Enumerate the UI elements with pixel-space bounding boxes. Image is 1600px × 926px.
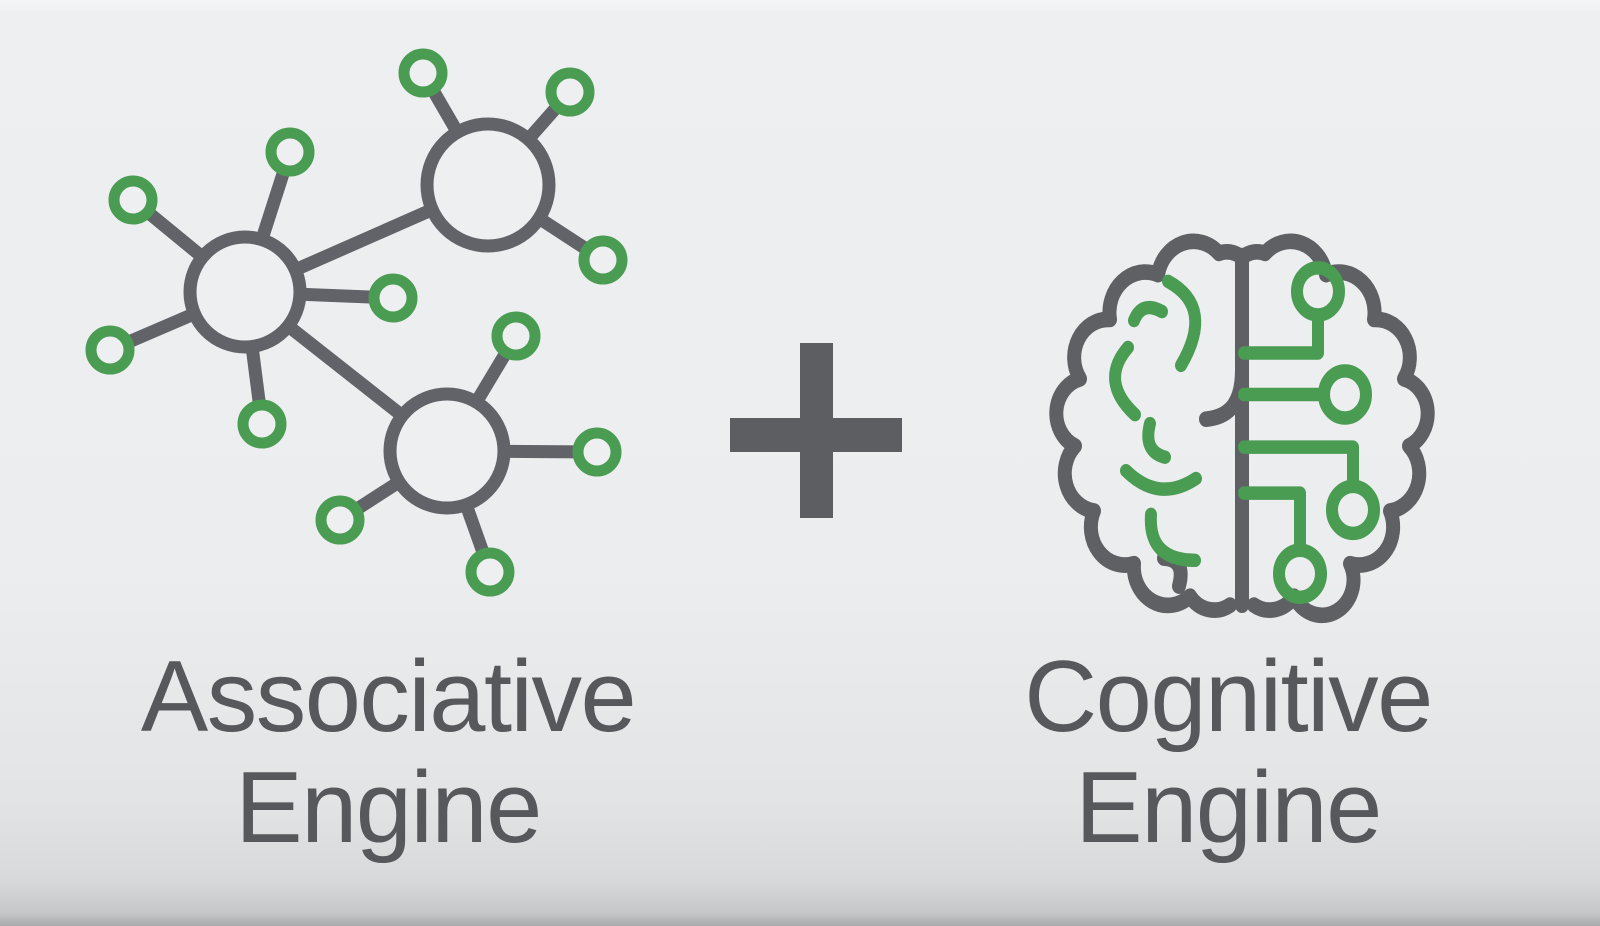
brain-gyrus-stroke (1128, 300, 1168, 328)
network-hub-node (383, 387, 511, 515)
network-leaf-node (491, 311, 541, 361)
network-leaf-node (545, 67, 595, 117)
associative-engine-label-line1: Associative (140, 641, 637, 753)
cognitive-engine-label-line2: Engine (1075, 752, 1382, 864)
brain-gyrus-stroke (1142, 416, 1171, 464)
network-leaf-node (578, 235, 628, 285)
circuit-node-ring (1318, 364, 1372, 425)
brain-gyrus-stroke (1162, 274, 1202, 373)
half-brain-half-circuit-icon (1049, 233, 1435, 624)
network-nodes-icon (85, 48, 628, 597)
circuit-node-ring (1326, 479, 1380, 541)
network-hub-node (183, 230, 307, 354)
brain-divider-hook (1199, 361, 1249, 427)
cognitive-engine-label: Cognitive Engine (900, 642, 1556, 864)
plus-icon (730, 343, 902, 518)
brain-gyrus-stroke (1109, 340, 1141, 422)
network-leaf-node (572, 427, 622, 477)
network-hub-node (420, 117, 556, 253)
network-leaf-node (315, 495, 365, 545)
circuit-node-ring (1273, 543, 1327, 605)
network-leaf-node (108, 175, 158, 225)
network-leaf-node (368, 273, 418, 323)
circuit-trace (1238, 440, 1359, 490)
network-leaf-node (237, 399, 287, 449)
network-leaf-node (398, 48, 448, 98)
circuit-node-ring (1291, 261, 1345, 322)
brain-left-hemisphere-outline (1049, 233, 1249, 618)
circuit-trace (1238, 486, 1306, 554)
associative-engine-label: Associative Engine (60, 642, 716, 864)
brain-gyrus-stroke (1120, 463, 1202, 496)
associative-engine-label-line2: Engine (235, 752, 542, 864)
network-leaf-node (85, 325, 135, 375)
network-leaf-node (465, 547, 515, 597)
cognitive-engine-label-line1: Cognitive (1024, 641, 1433, 753)
network-leaf-node (265, 127, 315, 177)
circuit-trace (1238, 312, 1324, 360)
brain-gyrus-stroke (1144, 507, 1201, 568)
